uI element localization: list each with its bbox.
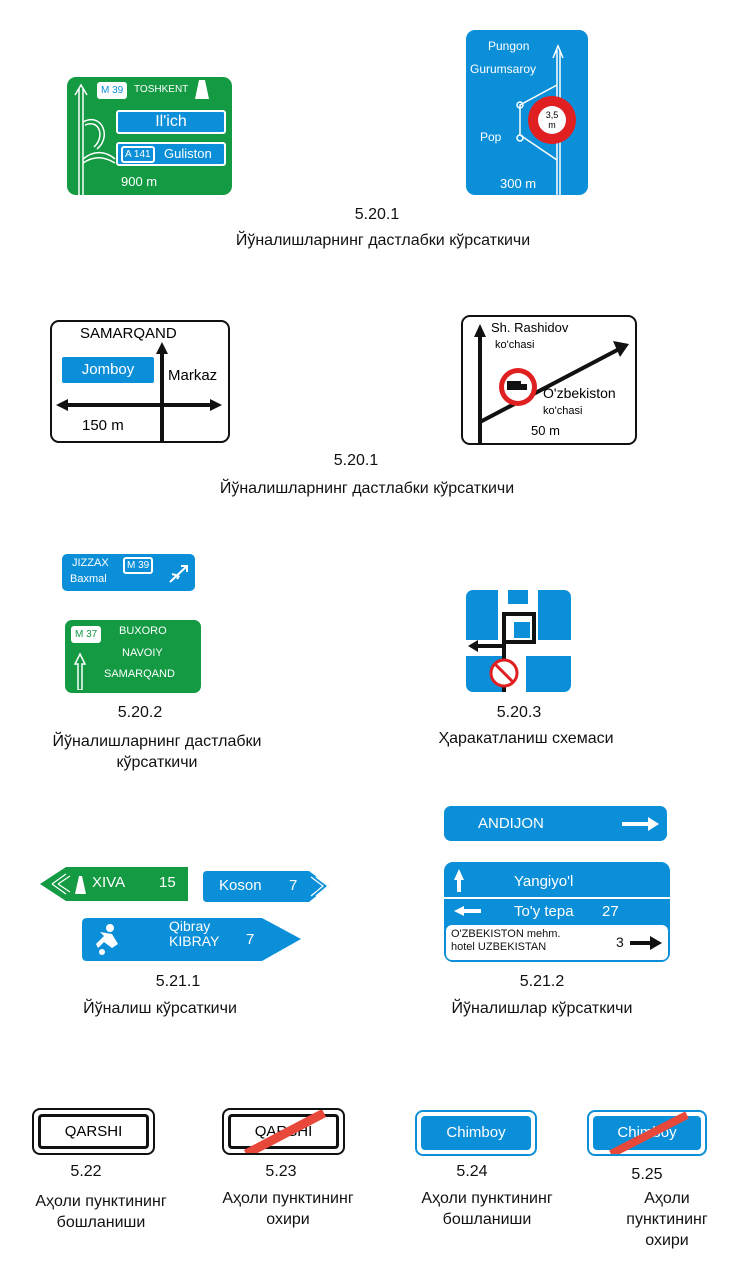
sign-multi-direction: Yangiyo'l To'y tepa 27 O'ZBEKISTON mehm.… bbox=[444, 862, 670, 962]
route-plate: M 39 bbox=[123, 557, 154, 574]
sign-text: QARSHI bbox=[38, 1114, 149, 1149]
sign-5-24: Chimboy bbox=[415, 1110, 537, 1156]
label-koson: Koson bbox=[219, 877, 262, 894]
sign-number: 5.21.1 bbox=[155, 973, 201, 990]
sign-xiva bbox=[40, 867, 188, 901]
end-strike-icon bbox=[609, 1112, 689, 1154]
route-plate: M 39 bbox=[97, 82, 128, 99]
sign-number: 5.20.1 bbox=[354, 206, 400, 223]
sign-koson bbox=[203, 871, 329, 902]
sign-5-22: QARSHI bbox=[32, 1108, 155, 1155]
label-buxoro: BUXORO bbox=[119, 625, 167, 637]
label-samarqand: SAMARQAND bbox=[104, 668, 175, 680]
distance-label: 300 m bbox=[500, 176, 537, 191]
sign-5-20-1-white-b: Sh. Rashidov ko'chasi O'zbekiston ko'cha… bbox=[461, 315, 637, 445]
sign-number: 5.20.2 bbox=[117, 704, 163, 721]
sign-number: 5.25 bbox=[631, 1166, 663, 1183]
city-label: TOSHKENT bbox=[134, 84, 189, 95]
sign-5-20-1-white-a: SAMARQAND Jomboy Markaz 150 m bbox=[50, 320, 230, 443]
sign-caption: Йўналишларнинг дастлабки кўрсаткичи bbox=[235, 232, 531, 249]
panel-guliston: A 141 Guliston bbox=[116, 142, 226, 166]
sign-andijon: ANDIJON bbox=[444, 806, 667, 841]
crossroad-arrows-icon bbox=[56, 342, 222, 441]
sign-number: 5.20.1 bbox=[333, 452, 379, 469]
route-plate: A 141 bbox=[121, 146, 155, 163]
label-gurumsaroy: Gurumsaroy bbox=[470, 62, 537, 76]
sign-number: 5.20.3 bbox=[496, 704, 542, 721]
distance-xiva: 15 bbox=[159, 874, 176, 891]
motorway-icon bbox=[75, 876, 86, 894]
motorway-icon bbox=[195, 80, 209, 99]
sign-caption: Йўналишлар кўрсаткичи bbox=[451, 1000, 633, 1017]
sign-number: 5.21.2 bbox=[519, 973, 565, 990]
sign-5-25: Chimboy bbox=[587, 1110, 707, 1156]
panel-ilich: Il'ich bbox=[116, 110, 226, 134]
sign-text: Chimboy bbox=[421, 1116, 531, 1150]
distance-label: 50 m bbox=[531, 423, 560, 438]
label-pungon: Pungon bbox=[488, 39, 530, 53]
label-kochasi: ko'chasi bbox=[495, 339, 535, 351]
distance-koson: 7 bbox=[289, 877, 298, 894]
label-andijon: ANDIJON bbox=[478, 815, 544, 832]
direction-arrows-icon bbox=[444, 869, 670, 960]
route-plate: M 37 bbox=[71, 626, 102, 643]
label-pop: Pop bbox=[480, 130, 502, 144]
label-toy-tepa: To'y tepa bbox=[514, 903, 574, 920]
right-arrow-icon bbox=[622, 817, 659, 831]
label-kochasi: ko'chasi bbox=[543, 405, 583, 417]
sign-jizzax: JIZZAX Baxmal M 39 bbox=[62, 554, 195, 591]
sign-qibray bbox=[82, 918, 301, 961]
label-samarqand: SAMARQAND bbox=[80, 325, 177, 342]
distance-label: 150 m bbox=[82, 417, 124, 434]
label-navoiy: NAVOIY bbox=[122, 647, 163, 659]
sign-caption: Ҳаракатланиш схемаси bbox=[438, 730, 614, 747]
sign-number: 5.23 bbox=[265, 1163, 297, 1180]
distance-toy-tepa: 27 bbox=[602, 903, 619, 920]
lane-arrows-icon bbox=[74, 80, 209, 195]
sign-buxoro: M 37 BUXORO NAVOIY SAMARQAND bbox=[65, 620, 201, 693]
label-jomboy: Jomboy bbox=[62, 357, 154, 383]
distance-qibray: 7 bbox=[246, 931, 255, 948]
road-scheme-icon bbox=[516, 44, 576, 195]
label-markaz: Markaz bbox=[168, 367, 218, 384]
city-label: Guliston bbox=[164, 146, 212, 161]
label-rashidov: Sh. Rashidov bbox=[491, 320, 569, 335]
label-baxmal: Baxmal bbox=[70, 573, 107, 585]
turn-arrows-icon bbox=[474, 324, 629, 443]
sign-caption: Йўналиш кўрсаткичи bbox=[83, 1000, 237, 1017]
sign-number: 5.24 bbox=[456, 1163, 488, 1180]
sign-5-20-1-green: M 39 TOSHKENT Il'ich A 141 Guliston 900 … bbox=[67, 77, 232, 195]
label-hotel: O'ZBEKISTON mehm.hotel UZBEKISTAN bbox=[451, 928, 561, 953]
label-ozbekiston: O'zbekiston bbox=[543, 385, 616, 401]
sign-number: 5.22 bbox=[70, 1163, 102, 1180]
sign-caption: Йўналишларнинг дастлабки кўрсаткичи bbox=[219, 480, 515, 497]
sign-traffic-scheme bbox=[466, 590, 571, 692]
distance-hotel: 3 bbox=[616, 934, 624, 950]
label-xiva: XIVA bbox=[92, 874, 126, 891]
traffic-scheme-icon bbox=[466, 590, 571, 692]
up-arrow-icon bbox=[73, 652, 87, 690]
recreation-icon bbox=[96, 924, 118, 955]
label-jizzax: JIZZAX bbox=[72, 557, 109, 569]
airport-arrow-icon bbox=[169, 565, 188, 583]
end-strike-icon bbox=[243, 1110, 327, 1153]
sign-5-23: QARSHI bbox=[222, 1108, 345, 1155]
label-yangiyol: Yangiyo'l bbox=[514, 873, 574, 890]
distance-label: 900 m bbox=[121, 174, 158, 189]
